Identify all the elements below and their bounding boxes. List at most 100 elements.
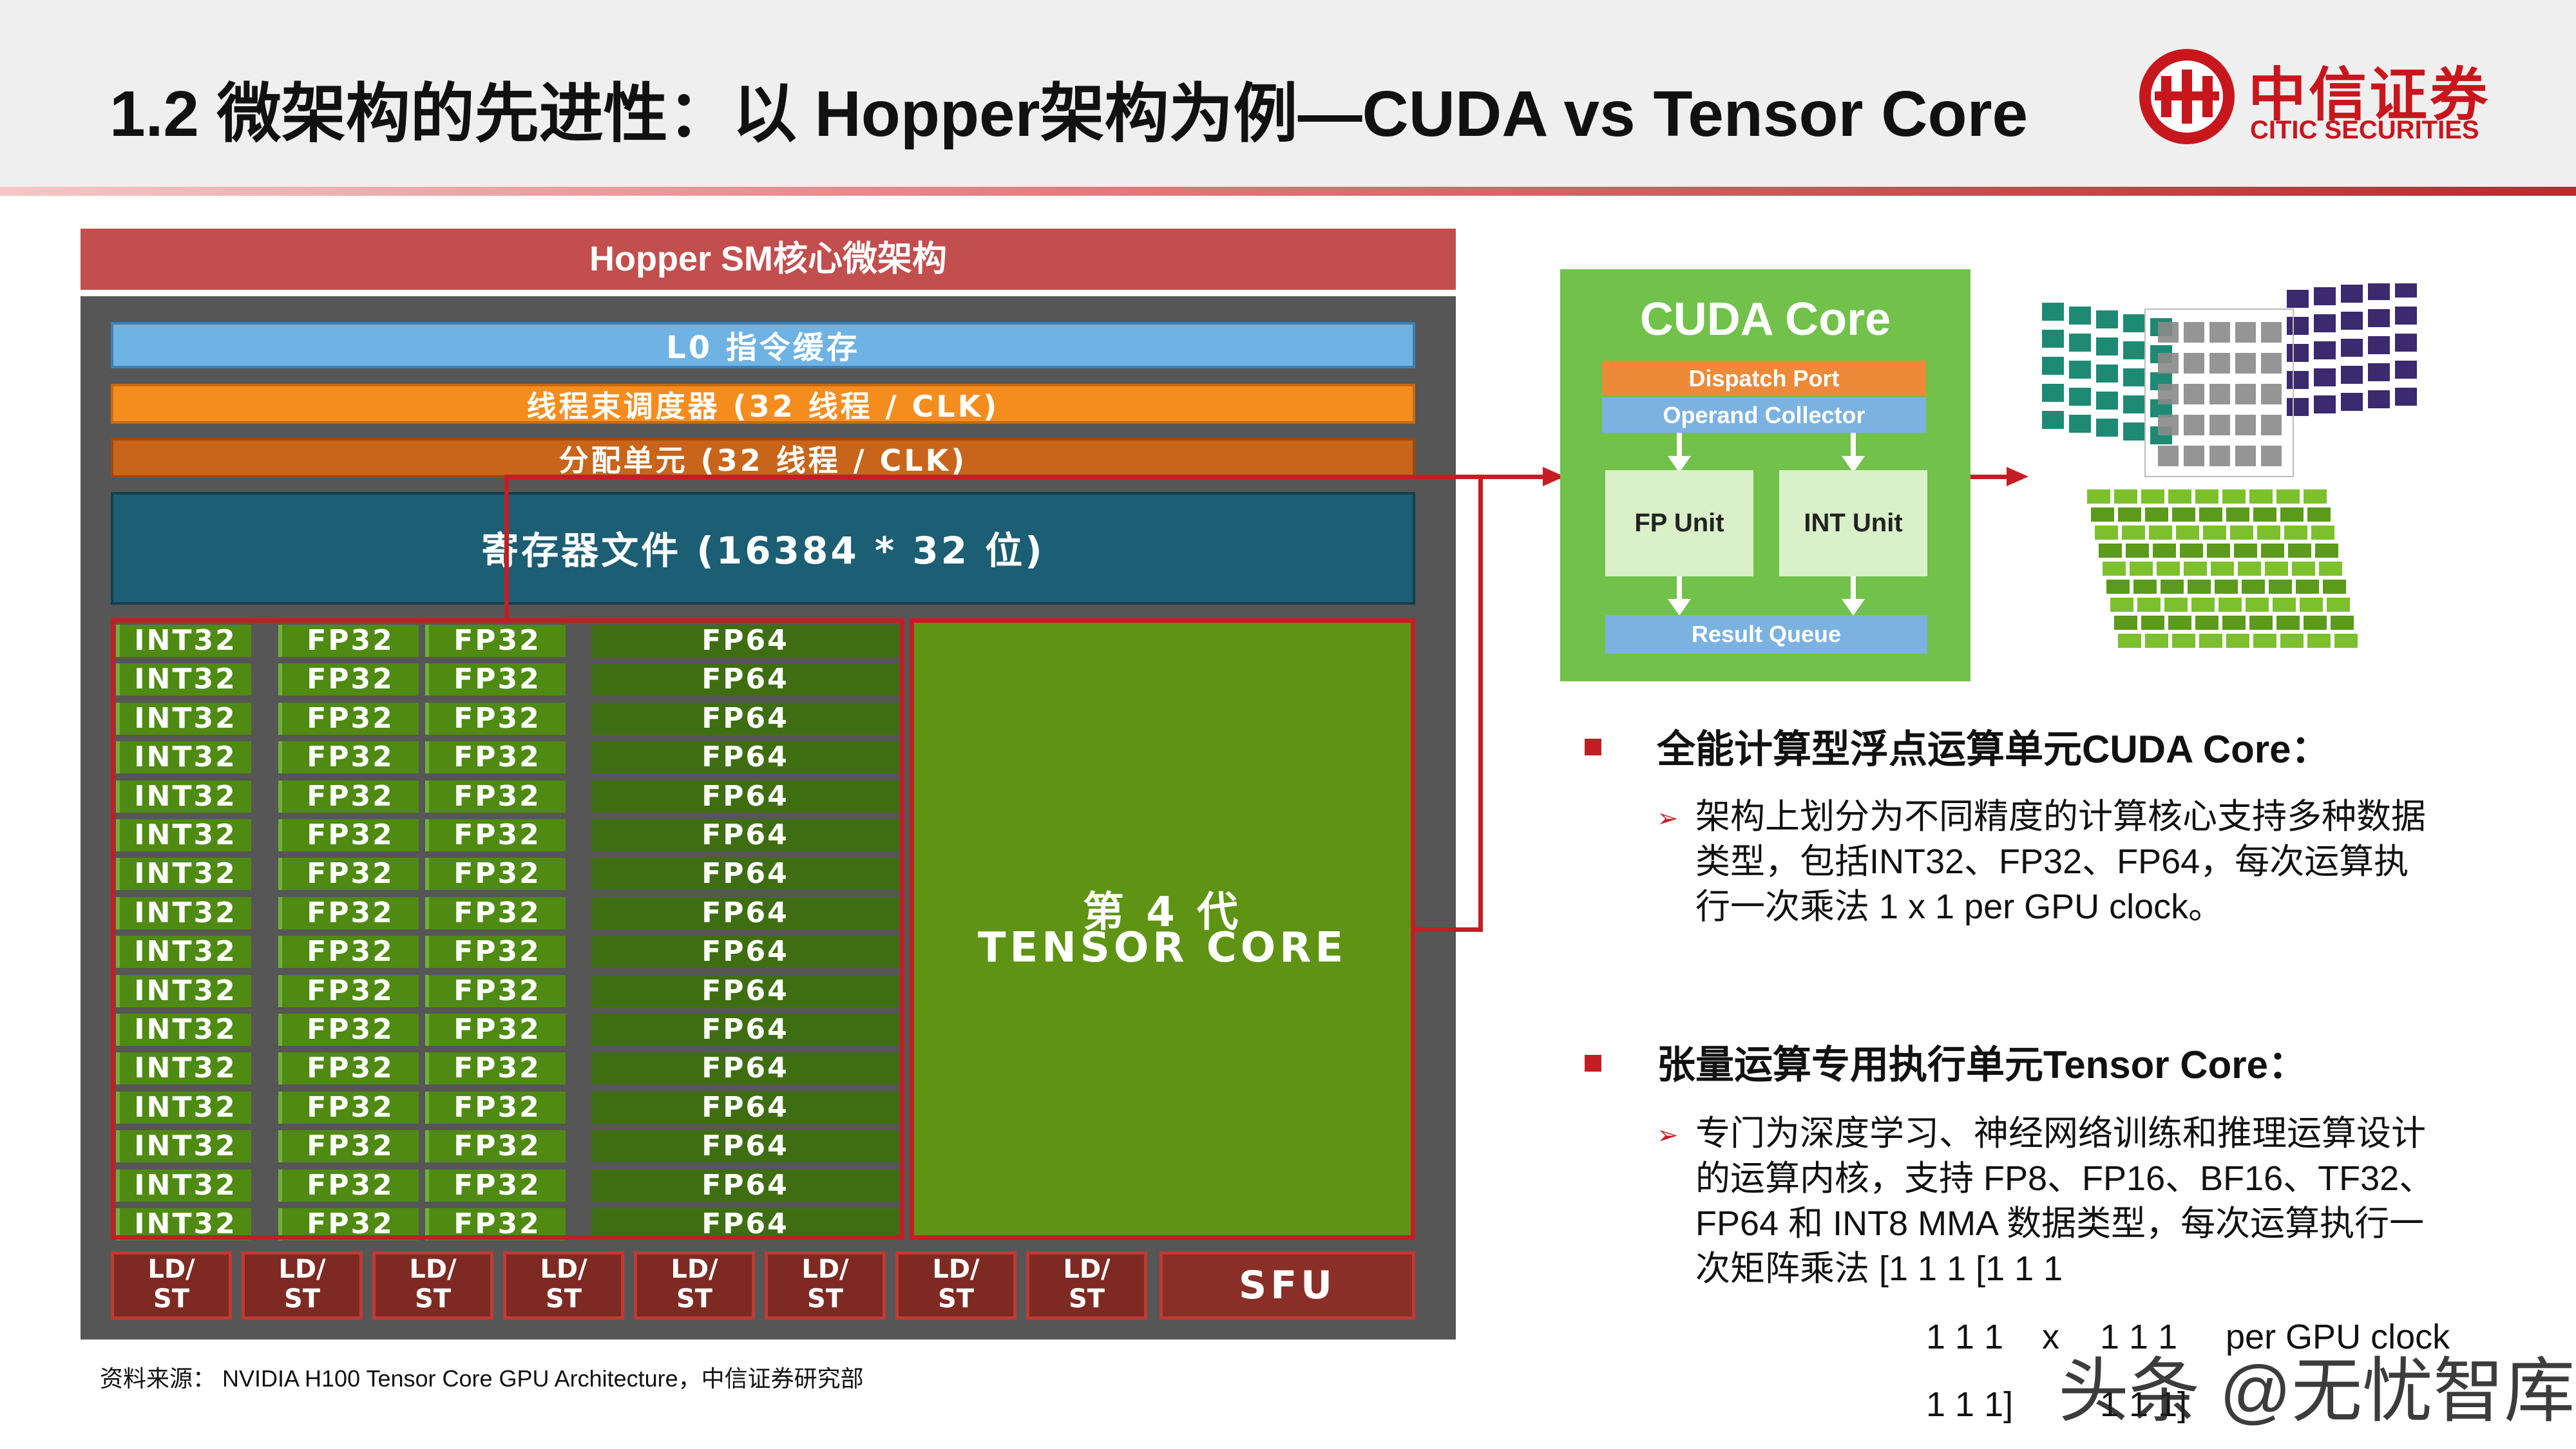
fp64-unit: FP64 bbox=[591, 897, 899, 929]
ld-st-label-bottom: ST bbox=[283, 1284, 321, 1314]
cuda-core-heading: 全能计算型浮点运算单元CUDA Core： bbox=[1657, 728, 2330, 771]
connector-top-vertical bbox=[504, 475, 509, 623]
flow-arrow-int-out-icon bbox=[1842, 599, 1865, 616]
ld-st-unit: LD/ST bbox=[372, 1251, 493, 1320]
matrix-b-row3: 1 1 1] bbox=[2100, 1385, 2188, 1424]
fp64-unit: FP64 bbox=[591, 975, 899, 1007]
fp32-unit: FP32 bbox=[278, 625, 419, 657]
int32-unit: INT32 bbox=[116, 741, 251, 773]
cuda-core-desc-line: 架构上划分为不同精度的计算核心支持多种数据 bbox=[1695, 797, 2426, 836]
int-fp-units-frame bbox=[111, 618, 904, 1240]
fp32-unit: FP32 bbox=[278, 858, 419, 890]
fp64-unit: FP64 bbox=[591, 936, 899, 968]
int32-unit: INT32 bbox=[116, 781, 251, 813]
ld-st-unit: LD/ST bbox=[242, 1251, 363, 1320]
int32-unit: INT32 bbox=[116, 625, 251, 657]
int32-unit: INT32 bbox=[116, 1130, 251, 1162]
fp32-unit: FP32 bbox=[425, 1014, 566, 1046]
fp32-unit: FP32 bbox=[278, 975, 419, 1007]
connector-top-horizontal bbox=[504, 475, 1561, 479]
connector-right-vertical bbox=[1478, 475, 1483, 932]
matrix-per-clock: per GPU clock bbox=[2226, 1318, 2450, 1356]
matrix-times: x bbox=[2042, 1318, 2059, 1356]
tensor-core-desc-line: 的运算内核，支持 FP8、FP16、BF16、TF32、 bbox=[1695, 1159, 2434, 1198]
ld-st-label-bottom: ST bbox=[1068, 1284, 1105, 1314]
l0-instruction-cache: L0 指令缓存 bbox=[111, 322, 1415, 368]
fp32-unit: FP32 bbox=[278, 703, 419, 735]
fp32-unit: FP32 bbox=[278, 819, 419, 851]
fp32-unit: FP32 bbox=[425, 1052, 566, 1084]
fp32-unit: FP32 bbox=[425, 936, 566, 968]
tensor-core-desc-line: FP64 和 INT8 MMA 数据类型，每次运算执行一 bbox=[1695, 1204, 2425, 1243]
page-title: 1.2 微架构的先进性：以 Hopper架构为例—CUDA vs Tensor … bbox=[110, 78, 2028, 150]
register-file: 寄存器文件 (16384 * 32 位) bbox=[111, 492, 1415, 605]
fp64-unit: FP64 bbox=[591, 858, 899, 890]
fp32-unit: FP32 bbox=[278, 663, 419, 696]
ld-st-label-top: LD/ bbox=[671, 1255, 718, 1284]
ld-st-label-top: LD/ bbox=[1063, 1255, 1111, 1284]
warp-scheduler: 线程束调度器 (32 线程 / CLK) bbox=[111, 384, 1415, 424]
fp64-unit: FP64 bbox=[591, 663, 899, 696]
fp32-unit: FP32 bbox=[425, 703, 566, 735]
arrow-bullet-icon: ➢ bbox=[1657, 1121, 1679, 1150]
int32-unit: INT32 bbox=[116, 858, 251, 890]
tensor-core-desc-line: 次矩阵乘法 [1 1 1 [1 1 1 bbox=[1695, 1249, 2063, 1288]
dispatch-port: Dispatch Port bbox=[1602, 361, 1926, 396]
ld-st-label-top: LD/ bbox=[278, 1255, 326, 1284]
int-unit: INT Unit bbox=[1779, 470, 1927, 576]
cuda-core-title: CUDA Core bbox=[1639, 294, 1891, 345]
tensor-core-label: TENSOR CORE bbox=[977, 924, 1348, 972]
int32-unit: INT32 bbox=[116, 897, 251, 929]
fp64-unit: FP64 bbox=[591, 819, 899, 851]
int32-unit: INT32 bbox=[116, 936, 251, 968]
flow-line-int-out bbox=[1851, 576, 1856, 605]
connector-cuda-to-tensor bbox=[1970, 475, 2016, 479]
ld-st-label-bottom: ST bbox=[806, 1284, 844, 1314]
ld-st-label-top: LD/ bbox=[932, 1255, 980, 1284]
source-note: 资料来源： NVIDIA H100 Tensor Core GPU Archit… bbox=[100, 1365, 864, 1392]
fp32-unit: FP32 bbox=[278, 741, 419, 773]
ld-st-unit: LD/ST bbox=[634, 1251, 755, 1320]
ld-st-label-bottom: ST bbox=[414, 1284, 452, 1314]
sfu-unit: SFU bbox=[1159, 1251, 1415, 1320]
flow-line-fp-in bbox=[1677, 433, 1682, 465]
fp64-unit: FP64 bbox=[591, 1170, 899, 1202]
fp32-unit: FP32 bbox=[425, 858, 566, 890]
fp32-unit: FP32 bbox=[425, 819, 566, 851]
ld-st-label-bottom: ST bbox=[937, 1284, 975, 1314]
flow-line-fp-out bbox=[1677, 576, 1682, 605]
int32-unit: INT32 bbox=[116, 1052, 251, 1084]
fp64-unit: FP64 bbox=[591, 625, 899, 657]
matrix-a-row3: 1 1 1] bbox=[1926, 1385, 2014, 1424]
fp32-unit: FP32 bbox=[278, 781, 419, 813]
citic-logo: 中信证券 CITIC SECURITIES bbox=[2135, 45, 2503, 155]
fp64-unit: FP64 bbox=[591, 1014, 899, 1046]
fp64-unit: FP64 bbox=[591, 741, 899, 773]
arrow-to-tensor-cube-icon bbox=[2007, 467, 2028, 486]
int32-unit: INT32 bbox=[116, 819, 251, 851]
tensor-core-heading: 张量运算专用执行单元Tensor Core： bbox=[1657, 1043, 2307, 1086]
bullet-square-icon bbox=[1585, 739, 1601, 755]
fp32-unit: FP32 bbox=[425, 1208, 566, 1240]
ld-st-label-bottom: ST bbox=[545, 1284, 582, 1314]
fp64-unit: FP64 bbox=[591, 1130, 899, 1162]
tensor-core-desc-line: 专门为深度学习、神经网络训练和推理运算设计 bbox=[1695, 1114, 2426, 1153]
arrow-bullet-icon: ➢ bbox=[1657, 804, 1679, 833]
fp32-unit: FP32 bbox=[278, 1014, 419, 1046]
fp32-unit: FP32 bbox=[278, 1052, 419, 1084]
flow-line-int-in bbox=[1851, 433, 1856, 465]
matrix-multiplication-example: 1 1 1 x 1 1 1 per GPU clock 1 1 1] 1 1 1… bbox=[1926, 1246, 2506, 1439]
ld-st-label-top: LD/ bbox=[409, 1255, 457, 1284]
int32-unit: INT32 bbox=[116, 1208, 251, 1240]
tensor-cube-illustration-icon bbox=[2042, 283, 2417, 648]
fp64-unit: FP64 bbox=[591, 1092, 899, 1124]
logo-chinese-name: 中信证券 bbox=[2248, 63, 2490, 128]
fp32-unit: FP32 bbox=[425, 1092, 566, 1124]
bullet-square-icon bbox=[1585, 1055, 1601, 1072]
fp32-unit: FP32 bbox=[278, 1208, 419, 1240]
fp32-unit: FP32 bbox=[425, 781, 566, 813]
fp64-unit: FP64 bbox=[591, 703, 899, 735]
fp32-unit: FP32 bbox=[425, 663, 566, 696]
fp32-unit: FP32 bbox=[425, 625, 566, 657]
watermark: 头条 @无忧智库 bbox=[2058, 1352, 2575, 1431]
